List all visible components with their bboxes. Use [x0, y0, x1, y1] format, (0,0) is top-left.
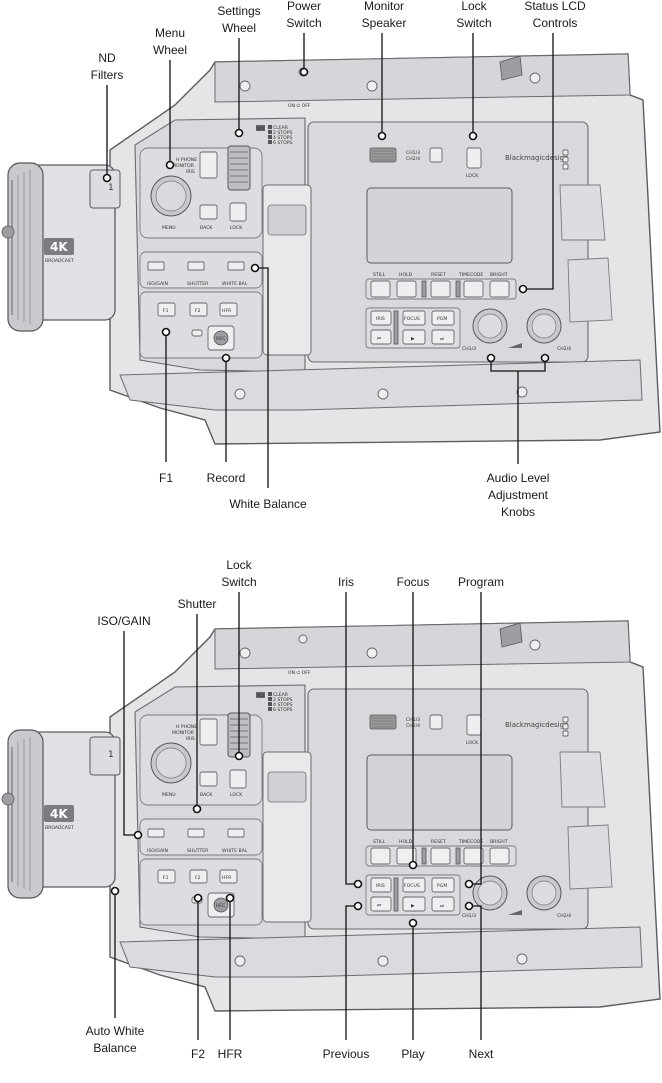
- callout-label: Next: [469, 1047, 494, 1061]
- callout-white-balance: White Balance: [229, 263, 307, 511]
- camera-top-view: [1, 53, 661, 445]
- callout-focus: Focus: [397, 575, 430, 870]
- callout-iso-gain: ISO/GAIN: [97, 614, 151, 840]
- callout-label: Power: [287, 0, 321, 13]
- callout-label: Auto White: [86, 1024, 145, 1038]
- callout-play: Play: [401, 918, 425, 1061]
- callout-shutter: Shutter: [178, 597, 217, 814]
- callout-label: Filters: [91, 68, 124, 82]
- callout-label: Shutter: [178, 597, 217, 611]
- callout-label: Knobs: [501, 505, 535, 519]
- callout-label: Menu: [155, 26, 185, 40]
- callout-nd-filters: ND Filters: [91, 51, 124, 183]
- callout-next: Next: [464, 901, 494, 1061]
- callout-hfr: HFR: [218, 893, 243, 1061]
- callout-label: Controls: [533, 16, 578, 30]
- callout-label: Switch: [286, 16, 321, 30]
- callout-label: ISO/GAIN: [97, 614, 150, 628]
- callout-label: Switch: [456, 16, 491, 30]
- callout-label: Previous: [323, 1047, 370, 1061]
- callout-lock-switch-2: Lock Switch: [221, 558, 257, 761]
- callout-audio-level-knobs: Audio Level Adjustment Knobs: [487, 353, 550, 519]
- callout-label: Lock: [461, 0, 487, 13]
- callout-label: Monitor: [364, 0, 404, 13]
- callout-status-lcd-controls: Status LCD Controls: [518, 0, 586, 294]
- callout-program: Program: [458, 575, 504, 889]
- callout-label: White Balance: [229, 497, 307, 511]
- callout-f2: F2: [191, 893, 205, 1061]
- callout-label: Adjustment: [488, 488, 549, 502]
- callout-monitor-speaker: Monitor Speaker: [362, 0, 407, 141]
- callout-label: Settings: [217, 4, 260, 18]
- callout-label: Iris: [338, 575, 354, 589]
- callout-f1: F1: [159, 327, 173, 485]
- callout-label: Speaker: [362, 16, 407, 30]
- callout-settings-wheel: Settings Wheel: [217, 4, 261, 138]
- callout-lock-switch: Lock Switch: [456, 0, 492, 141]
- callout-label: Wheel: [222, 21, 256, 35]
- callout-label: Switch: [221, 575, 256, 589]
- callout-label: F1: [159, 471, 173, 485]
- callout-label: F2: [191, 1047, 205, 1061]
- callout-auto-white-balance: Auto White Balance: [86, 886, 145, 1055]
- callout-label: HFR: [218, 1047, 243, 1061]
- camera-bottom-view: [1, 620, 661, 1012]
- callout-power-switch: Power Switch: [286, 0, 322, 77]
- callout-label: Program: [458, 575, 504, 589]
- callout-label: Lock: [226, 558, 252, 572]
- callout-label: ND: [98, 51, 116, 65]
- callout-label: Balance: [93, 1041, 137, 1055]
- callout-label: Audio Level: [487, 471, 550, 485]
- callout-label: Focus: [397, 575, 430, 589]
- callout-menu-wheel: Menu Wheel: [153, 26, 187, 170]
- callout-previous: Previous: [323, 901, 370, 1061]
- callout-label: Status LCD: [524, 0, 586, 13]
- callout-label: Wheel: [153, 43, 187, 57]
- callout-record: Record: [207, 353, 246, 485]
- callout-label: Play: [401, 1047, 424, 1061]
- callout-iris: Iris: [338, 575, 363, 889]
- callout-label: Record: [207, 471, 246, 485]
